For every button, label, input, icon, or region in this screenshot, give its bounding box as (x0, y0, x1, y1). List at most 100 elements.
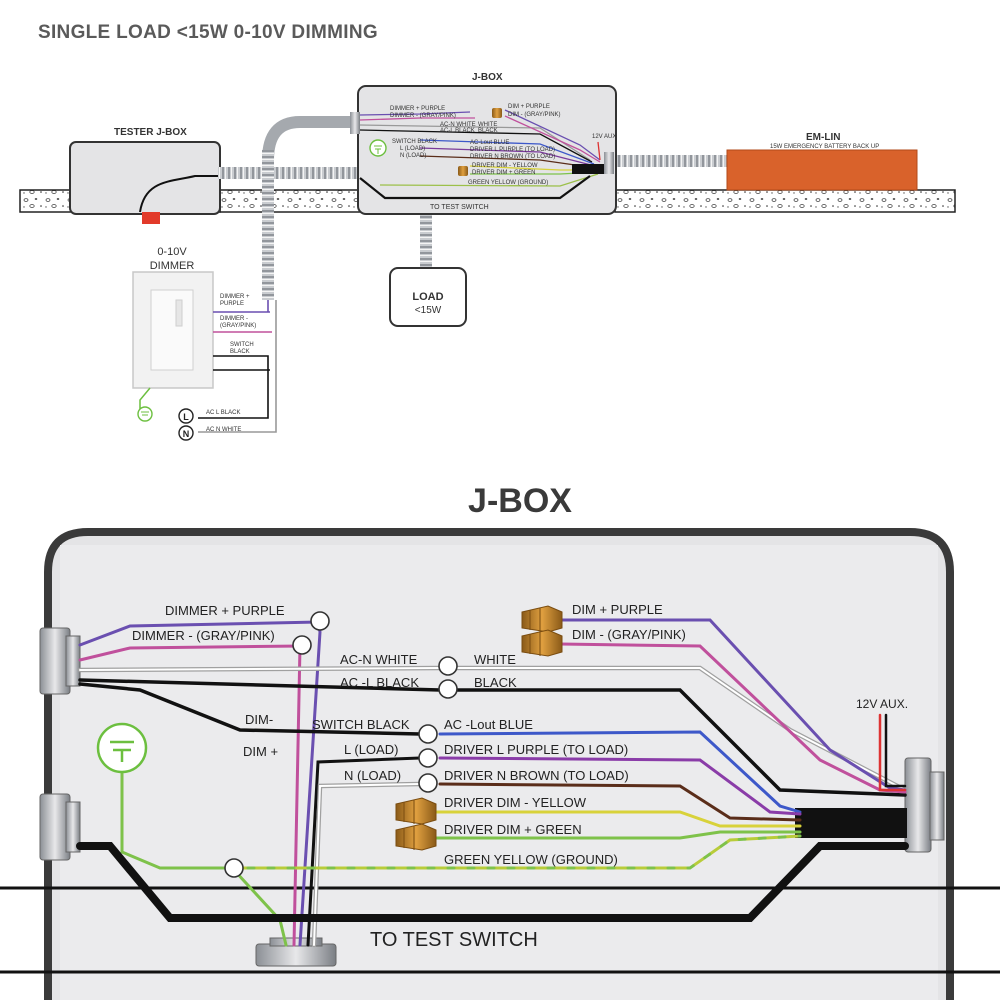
overview-tiny-labels: DIMMER + PURPLE DIMMER - (GRAY/PINK) AC-… (390, 104, 616, 186)
svg-text:DIMMER + PURPLE: DIMMER + PURPLE (390, 106, 445, 112)
svg-text:DRIVER DIM - YELLOW: DRIVER DIM - YELLOW (472, 163, 538, 169)
label-n-load: N (LOAD) (344, 768, 401, 783)
wire-ground-symbol (120, 770, 236, 870)
label-dim-plus-purple: DIM + PURPLE (572, 602, 663, 617)
wire-12v-aux-red (878, 713, 907, 792)
svg-text:N (LOAD): N (LOAD) (400, 153, 426, 159)
detail-jbox: DIMMER + PURPLE DIMMER - (GRAY/PINK) AC-… (0, 528, 1000, 1000)
conduit-jbox-to-emlin (612, 155, 732, 167)
dimmer-paddle[interactable] (150, 289, 194, 371)
conduit-jbox-to-load (420, 212, 432, 270)
load-sublabel: <15W (415, 305, 442, 316)
tester-jbox (69, 141, 221, 215)
conduit-tester-to-jbox (218, 167, 360, 179)
wire-l-load (306, 756, 422, 947)
fitting-left-bottom (39, 793, 81, 861)
svg-text:DRIVER L PURPLE (TO LOAD): DRIVER L PURPLE (TO LOAD) (470, 147, 555, 153)
line-l-terminal: L AC L BLACK (178, 408, 240, 424)
conduit-elbow (262, 116, 360, 161)
svg-text:AC-N WHITE: AC-N WHITE (440, 122, 476, 128)
label-driver-l-purple: DRIVER L PURPLE (TO LOAD) (444, 742, 628, 757)
label-driver-dim-yellow: DRIVER DIM - YELLOW (444, 795, 587, 810)
svg-text:AC-L BLACK: AC-L BLACK (440, 128, 475, 134)
dimmer-title-1: 0-10V (157, 246, 187, 258)
svg-text:(GRAY/PINK): (GRAY/PINK) (220, 323, 256, 329)
dimmer-wires (198, 300, 277, 433)
svg-text:N: N (183, 429, 190, 439)
fitting-left-top (39, 627, 81, 695)
svg-text:DIM + PURPLE: DIM + PURPLE (508, 104, 550, 110)
conduit-to-dimmer (262, 150, 274, 300)
ground-icon (96, 722, 148, 774)
concrete-strip-left (219, 189, 361, 213)
svg-text:DIMMER +: DIMMER + (220, 294, 250, 300)
overview-ground-symbol (369, 139, 387, 157)
overview-nut-2 (458, 166, 468, 176)
svg-text:GREEN YELLOW (GROUND): GREEN YELLOW (GROUND) (468, 180, 548, 186)
overview-diagram: TESTER J-BOX J-BOX (19, 72, 956, 441)
label-switch-black: SWITCH BLACK (312, 717, 410, 732)
wire-aclout-blue (438, 730, 802, 814)
label-white: WHITE (474, 652, 516, 667)
overview-nut-1 (492, 108, 502, 118)
fitting-bottom (255, 937, 337, 967)
overview-to-test-switch: TO TEST SWITCH (430, 204, 489, 211)
label-driver-dim-green: DRIVER DIM + GREEN (444, 822, 582, 837)
overview-fitting-left (350, 112, 360, 134)
dimmer-ground (137, 387, 153, 422)
junction-l (418, 748, 438, 768)
tester-jbox-label: TESTER J-BOX (114, 127, 187, 138)
label-black: BLACK (474, 675, 517, 690)
svg-text:AC N WHITE: AC N WHITE (206, 427, 241, 433)
overview-cable-bundle (572, 164, 604, 174)
label-dim-minus-graypink: DIM - (GRAY/PINK) (572, 627, 686, 642)
wire-acl-black (78, 678, 907, 797)
wire-test-switch (76, 842, 909, 922)
load-label: LOAD (412, 291, 443, 303)
detail-labels: DIMMER + PURPLE DIMMER - (GRAY/PINK) AC-… (132, 602, 908, 951)
label-l-load: L (LOAD) (344, 742, 398, 757)
label-acn-white: AC-N WHITE (340, 652, 418, 667)
wire-dim-plus-purple (558, 618, 907, 792)
svg-text:BLACK: BLACK (230, 349, 250, 355)
emlin-unit (726, 149, 918, 191)
junction-acl (438, 679, 458, 699)
svg-text:AC L BLACK: AC L BLACK (206, 410, 240, 416)
wire-nut-driver-dim-plus (395, 823, 437, 851)
concrete-strip-right (614, 189, 956, 213)
svg-text:AC-Lout BLUE: AC-Lout BLUE (470, 140, 509, 146)
fitting-right (904, 757, 945, 853)
dimmer-slider[interactable] (175, 299, 183, 327)
label-dimmer-plus-purple: DIMMER + PURPLE (165, 603, 285, 618)
svg-text:12V AUX: 12V AUX (592, 134, 616, 140)
label-acl-black: AC -L BLACK (340, 675, 419, 690)
dimmer-wire-labels: DIMMER + PURPLE DIMMER - (GRAY/PINK) SWI… (220, 294, 256, 355)
svg-text:PURPLE: PURPLE (220, 301, 244, 307)
label-driver-n-brown: DRIVER N BROWN (TO LOAD) (444, 768, 629, 783)
svg-text:DRIVER DIM + GREEN: DRIVER DIM + GREEN (472, 170, 536, 176)
svg-text:BLACK: BLACK (478, 128, 498, 134)
cable-bundle (795, 808, 907, 838)
wire-dimmer-minus-pink (78, 644, 302, 947)
junction-n (418, 773, 438, 793)
test-switch-button[interactable] (142, 212, 160, 224)
label-aclout-blue: AC -Lout BLUE (444, 717, 533, 732)
wire-driver-dim-yellow (428, 810, 802, 828)
junction-switch (418, 724, 438, 744)
overview-fitting-right (604, 152, 614, 174)
junctions (224, 611, 458, 878)
label-dim-plus: DIM + (243, 744, 278, 759)
svg-text:L: L (183, 412, 189, 422)
wire-driver-n-brown (438, 782, 802, 822)
svg-text:SWITCH BLACK: SWITCH BLACK (392, 139, 437, 145)
wire-driver-l-purple (438, 756, 802, 816)
overview-jbox-label: J-BOX (472, 72, 503, 83)
label-dimmer-minus-graypink: DIMMER - (GRAY/PINK) (132, 628, 275, 643)
junction-dimmer-minus (292, 635, 312, 655)
wire-nut-dim-minus (521, 629, 563, 657)
wires (76, 618, 909, 948)
svg-text:SWITCH: SWITCH (230, 342, 254, 348)
wire-switch-black (78, 682, 422, 736)
load-box (389, 267, 467, 327)
